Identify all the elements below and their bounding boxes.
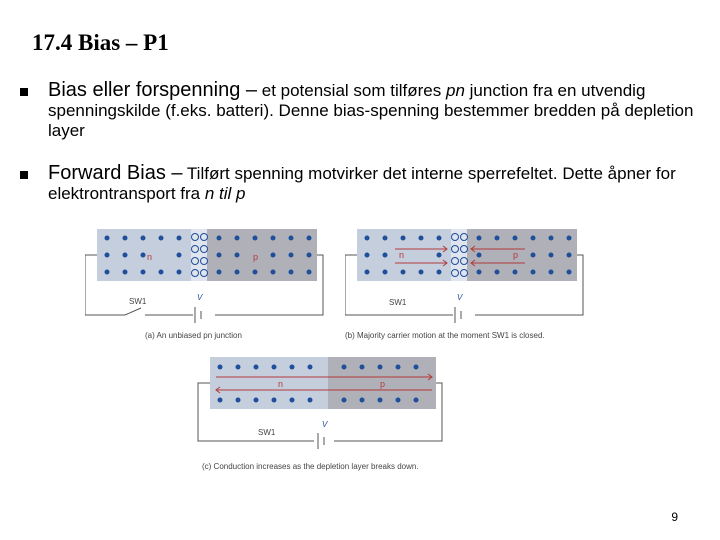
bullet-text-a: et potensial som tilføres bbox=[257, 81, 446, 100]
wire-right bbox=[215, 254, 324, 316]
voltage-label: V bbox=[197, 293, 203, 302]
bullet-text-a: Tilført spenning motvirker det interne s… bbox=[48, 164, 676, 203]
bullet-text: Forward Bias – Tilført spenning motvirke… bbox=[48, 163, 700, 204]
p-label: p bbox=[253, 252, 258, 262]
bullet-marker bbox=[20, 88, 28, 96]
wire-right bbox=[475, 254, 584, 316]
switch-label: SW1 bbox=[389, 298, 407, 307]
figure-caption: (a) An unbiased pn junction bbox=[145, 331, 242, 340]
junction-ions bbox=[451, 233, 468, 277]
n-label: n bbox=[399, 250, 404, 260]
wire-left bbox=[345, 254, 385, 316]
bullet-italic: pn bbox=[445, 81, 465, 100]
p-label: p bbox=[513, 250, 518, 260]
bullet-marker bbox=[20, 171, 28, 179]
depletion-layer bbox=[191, 229, 207, 281]
switch-label: SW1 bbox=[129, 297, 147, 306]
n-label: n bbox=[278, 379, 283, 389]
bullet-lead: Bias eller forspenning – bbox=[48, 79, 258, 101]
figure-caption: (c) Conduction increases as the depletio… bbox=[202, 462, 419, 471]
switch-icon bbox=[124, 307, 142, 316]
bullet-lead: Forward Bias – bbox=[48, 162, 183, 184]
wire-right bbox=[334, 382, 443, 442]
slide-title: 17.4 Bias – P1 bbox=[32, 30, 169, 55]
bullet-text: Bias eller forspenning – et potensial so… bbox=[48, 80, 700, 141]
switch-label: SW1 bbox=[258, 428, 276, 437]
carrier-arrows bbox=[215, 373, 433, 394]
figure-unbiased-junction: n p SW1 V (a) An unbiased pn junction bbox=[85, 225, 325, 345]
junction-ions bbox=[191, 233, 208, 277]
carrier-dots bbox=[104, 235, 312, 275]
voltage-label: V bbox=[322, 420, 328, 429]
wire-left bbox=[85, 254, 125, 316]
carrier-arrows bbox=[395, 245, 525, 267]
bullet-text-b: junction fra en utvendig spenningskilde … bbox=[48, 81, 694, 140]
bullet-italic: n til p bbox=[204, 184, 246, 203]
depletion-layer bbox=[451, 229, 467, 281]
carrier-dots bbox=[217, 364, 419, 403]
p-label: p bbox=[380, 379, 385, 389]
figure-caption: (b) Majority carrier motion at the momen… bbox=[345, 331, 545, 340]
carrier-dots bbox=[364, 235, 572, 275]
figure-conduction-increases: n p SW1 V (c) Conduction increases as th… bbox=[196, 353, 446, 475]
figure-majority-carrier-motion: n p SW1 V (b) Majority carrier motion at… bbox=[345, 225, 585, 345]
voltage-label: V bbox=[457, 293, 463, 302]
n-label: n bbox=[147, 252, 152, 262]
wire-left bbox=[197, 382, 252, 442]
page-number: 9 bbox=[671, 510, 678, 524]
